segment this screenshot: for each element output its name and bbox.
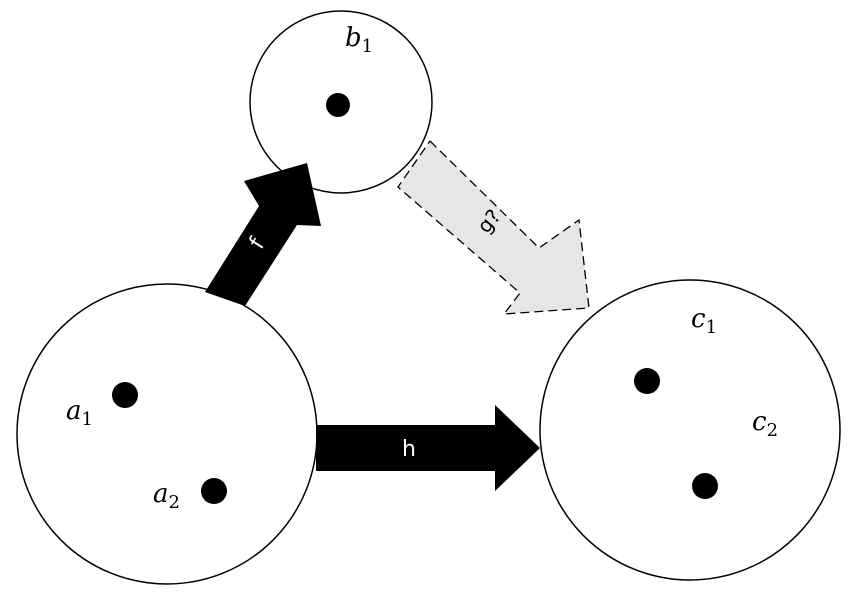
arrow-f: f (205, 163, 321, 306)
element-c1-label: c1 (691, 304, 717, 338)
arrow-g: g? (397, 139, 590, 315)
element-b1-dot (326, 93, 350, 117)
arrow-h-shape (316, 405, 540, 491)
arrow-g-shape (397, 139, 590, 315)
element-c1-dot (634, 368, 660, 394)
element-a2-label: a2 (153, 479, 180, 513)
element-c2-dot (692, 473, 718, 499)
set-b: b1 (249, 10, 433, 194)
arrow-f-shape (205, 163, 321, 306)
set-c-circle (539, 279, 841, 581)
arrow-h: h (316, 405, 540, 491)
set-a: a1 a2 (16, 283, 318, 585)
element-b1-label: b1 (345, 23, 373, 57)
arrow-h-label: h (402, 437, 416, 462)
element-a2-dot (201, 478, 227, 504)
set-a-circle (16, 283, 318, 585)
element-a1-label: a1 (66, 396, 93, 430)
element-c2-label: c2 (752, 407, 778, 441)
element-a1-dot (112, 382, 138, 408)
set-c: c1 c2 (539, 279, 841, 581)
